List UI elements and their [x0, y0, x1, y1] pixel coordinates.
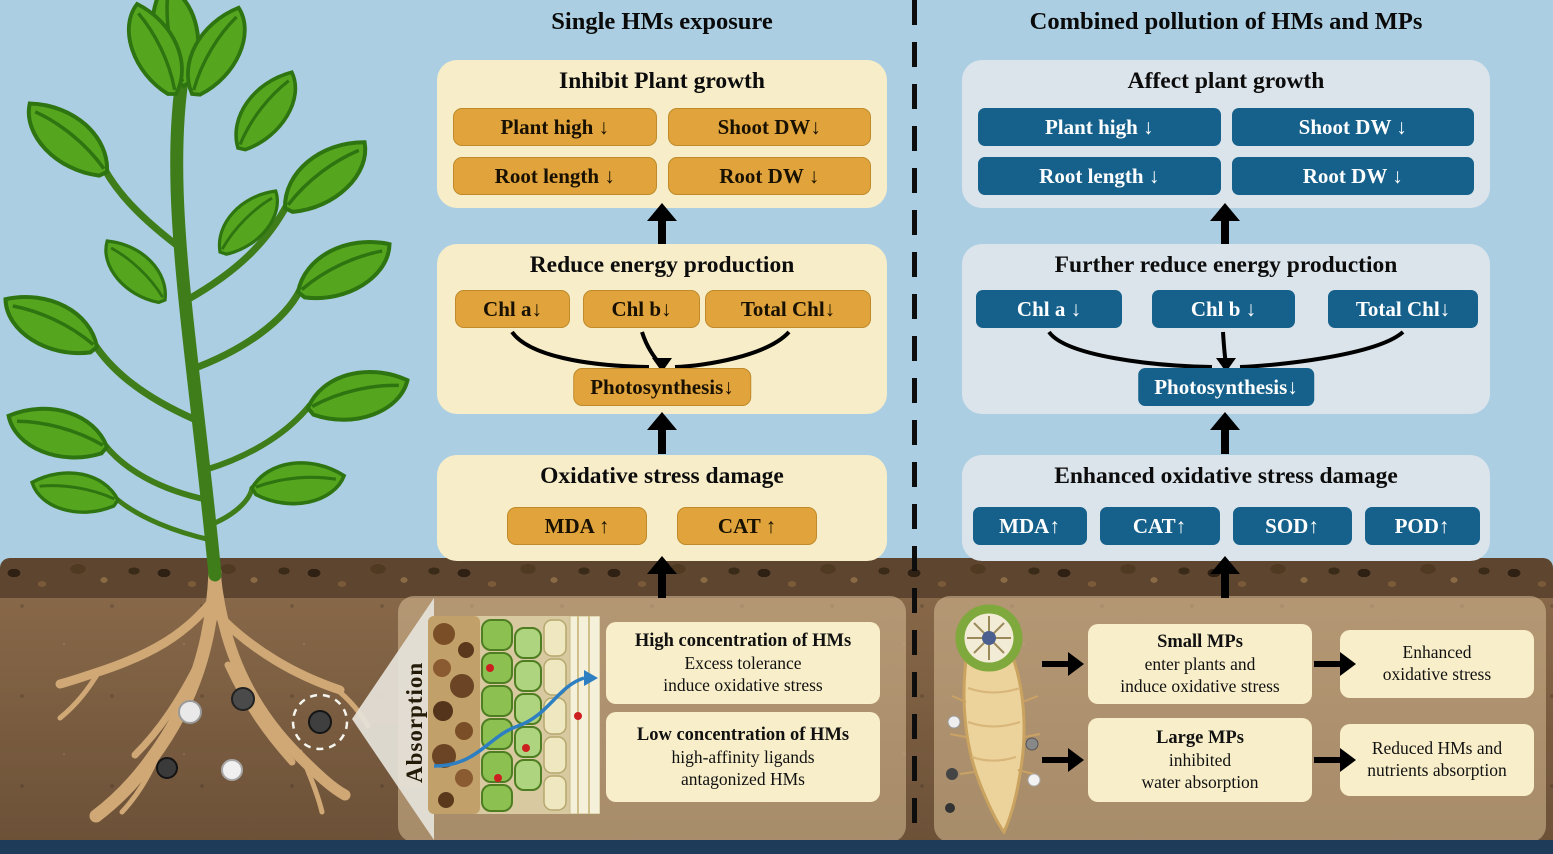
single-energy-title: Reduce energy production: [529, 252, 795, 278]
flow-line: inhibited: [1168, 749, 1232, 770]
pill-root-dw: Root DW ↓: [1231, 157, 1474, 195]
pill-sod: SOD↑: [1232, 507, 1352, 545]
pill-cat: CAT↑: [1099, 507, 1220, 545]
right-arrow-icon: [1042, 748, 1084, 772]
pill-shoot-dw: Shoot DW↓: [667, 108, 871, 146]
single-stress-box: Oxidative stress damage MDA ↑ CAT ↑: [437, 455, 887, 561]
combined-stress-pills: MDA↑ CAT↑ SOD↑ POD↑: [962, 507, 1490, 545]
combined-stress-title: Enhanced oxidative stress damage: [1054, 463, 1398, 489]
pill-mda: MDA↑: [972, 507, 1087, 545]
roots: [55, 565, 371, 823]
pill-pod: POD↑: [1364, 507, 1480, 545]
combined-growth-pills: Plant high ↓ Shoot DW ↓ Root length ↓ Ro…: [978, 108, 1474, 195]
result-enhanced-stress-box: Enhanced oxidative stress: [1340, 630, 1534, 698]
note-heading: Low concentration of HMs: [636, 724, 850, 745]
single-energy-box: Reduce energy production Chl a↓ Chl b↓ T…: [437, 244, 887, 414]
single-stress-pills: MDA ↑ CAT ↑: [437, 507, 887, 545]
bottom-border-strip: [0, 840, 1553, 854]
water-flow-path: [433, 676, 585, 768]
flow-line: induce oxidative stress: [1120, 675, 1280, 696]
single-growth-title: Inhibit Plant growth: [559, 68, 765, 94]
note-heading: High concentration of HMs: [634, 630, 852, 651]
combined-growth-title: Affect plant growth: [1127, 68, 1325, 94]
result-line: Enhanced: [1402, 642, 1472, 663]
right-arrow-icon: [1042, 652, 1084, 676]
pill-photosynthesis: Photosynthesis↓: [573, 368, 751, 406]
note-line: high-affinity ligands: [671, 746, 815, 767]
note-high-concentration: High concentration of HMs Excess toleran…: [606, 622, 880, 704]
dashed-focus-circle: [291, 693, 349, 751]
stem: [91, 73, 313, 582]
flow-small-mps-box: Small MPs enter plants and induce oxidat…: [1088, 624, 1312, 704]
cortex-cells: [481, 619, 542, 812]
note-line: antagonized HMs: [681, 768, 805, 789]
soil-particles: [432, 623, 474, 808]
soil-surface-pebbles: [0, 558, 1553, 598]
root-tip-illustration: [945, 604, 1041, 835]
pill-chl-a: Chl a↓: [455, 290, 570, 328]
pill-chl-b: Chl b ↓: [1152, 290, 1295, 328]
result-line: oxidative stress: [1382, 664, 1492, 684]
flow-heading: Large MPs: [1156, 727, 1244, 748]
dashed-divider-line: [912, 0, 917, 840]
up-arrow-icon: [647, 556, 677, 598]
result-reduced-absorption-box: Reduced HMs and nutrients absorption: [1340, 724, 1534, 796]
single-stress-title: Oxidative stress damage: [540, 463, 784, 489]
single-growth-box: Inhibit Plant growth Plant high ↓ Shoot …: [437, 60, 887, 208]
pill-root-dw: Root DW ↓: [667, 157, 871, 195]
pill-photosynthesis: Photosynthesis↓: [1138, 368, 1314, 406]
root-hairs: [949, 695, 1041, 775]
result-line: nutrients absorption: [1367, 760, 1507, 780]
combined-stress-box: Enhanced oxidative stress damage MDA↑ CA…: [962, 455, 1490, 561]
pill-total-chl: Total Chl↓: [1328, 290, 1478, 328]
hm-particles: [156, 687, 349, 781]
pill-plant-high: Plant high ↓: [453, 108, 657, 146]
right-arrow-icon: [1314, 652, 1356, 676]
mp-particles: [945, 715, 1041, 813]
up-arrow-icon: [647, 412, 677, 454]
absorption-cell-illustration: [428, 616, 600, 814]
flow-line: enter plants and: [1144, 653, 1256, 674]
hm-dots: [486, 664, 582, 782]
pill-root-length: Root length ↓: [978, 157, 1221, 195]
pill-root-length: Root length ↓: [453, 157, 657, 195]
pill-chl-a: Chl a ↓: [976, 290, 1122, 328]
combined-energy-title: Further reduce energy production: [1054, 252, 1398, 278]
callout-wedge: [352, 598, 434, 840]
up-arrow-icon: [1210, 203, 1240, 245]
note-low-concentration: Low concentration of HMs high-affinity l…: [606, 712, 880, 802]
pill-shoot-dw: Shoot DW ↓: [1231, 108, 1474, 146]
pill-plant-high: Plant high ↓: [978, 108, 1221, 146]
converging-arrows-icon: [1047, 330, 1405, 372]
up-arrow-icon: [1210, 556, 1240, 598]
converging-arrows-icon: [510, 330, 791, 372]
note-line: induce oxidative stress: [663, 674, 823, 695]
left-column-title: Single HMs exposure: [551, 8, 773, 35]
pill-mda: MDA ↑: [507, 507, 647, 545]
combined-energy-box: Further reduce energy production Chl a ↓…: [962, 244, 1490, 414]
result-line: Reduced HMs and: [1371, 738, 1503, 759]
combined-growth-box: Affect plant growth Plant high ↓ Shoot D…: [962, 60, 1490, 208]
pill-total-chl: Total Chl↓: [705, 290, 871, 328]
flow-heading: Small MPs: [1157, 631, 1243, 652]
absorption-label: Absorption: [402, 661, 427, 783]
right-column-title: Combined pollution of HMs and MPs: [1029, 8, 1423, 35]
note-line: Excess tolerance: [684, 652, 802, 673]
single-growth-pills: Plant high ↓ Shoot DW↓ Root length ↓ Roo…: [453, 108, 871, 195]
up-arrow-icon: [1210, 412, 1240, 454]
plant-illustration: [0, 0, 410, 823]
pill-chl-b: Chl b↓: [583, 290, 700, 328]
pill-cat: CAT ↑: [677, 507, 817, 545]
flow-large-mps-box: Large MPs inhibited water absorption: [1088, 718, 1312, 802]
up-arrow-icon: [647, 203, 677, 245]
flow-line: water absorption: [1141, 771, 1259, 792]
endodermis-cells: [543, 619, 567, 811]
right-arrow-icon: [1314, 748, 1356, 772]
